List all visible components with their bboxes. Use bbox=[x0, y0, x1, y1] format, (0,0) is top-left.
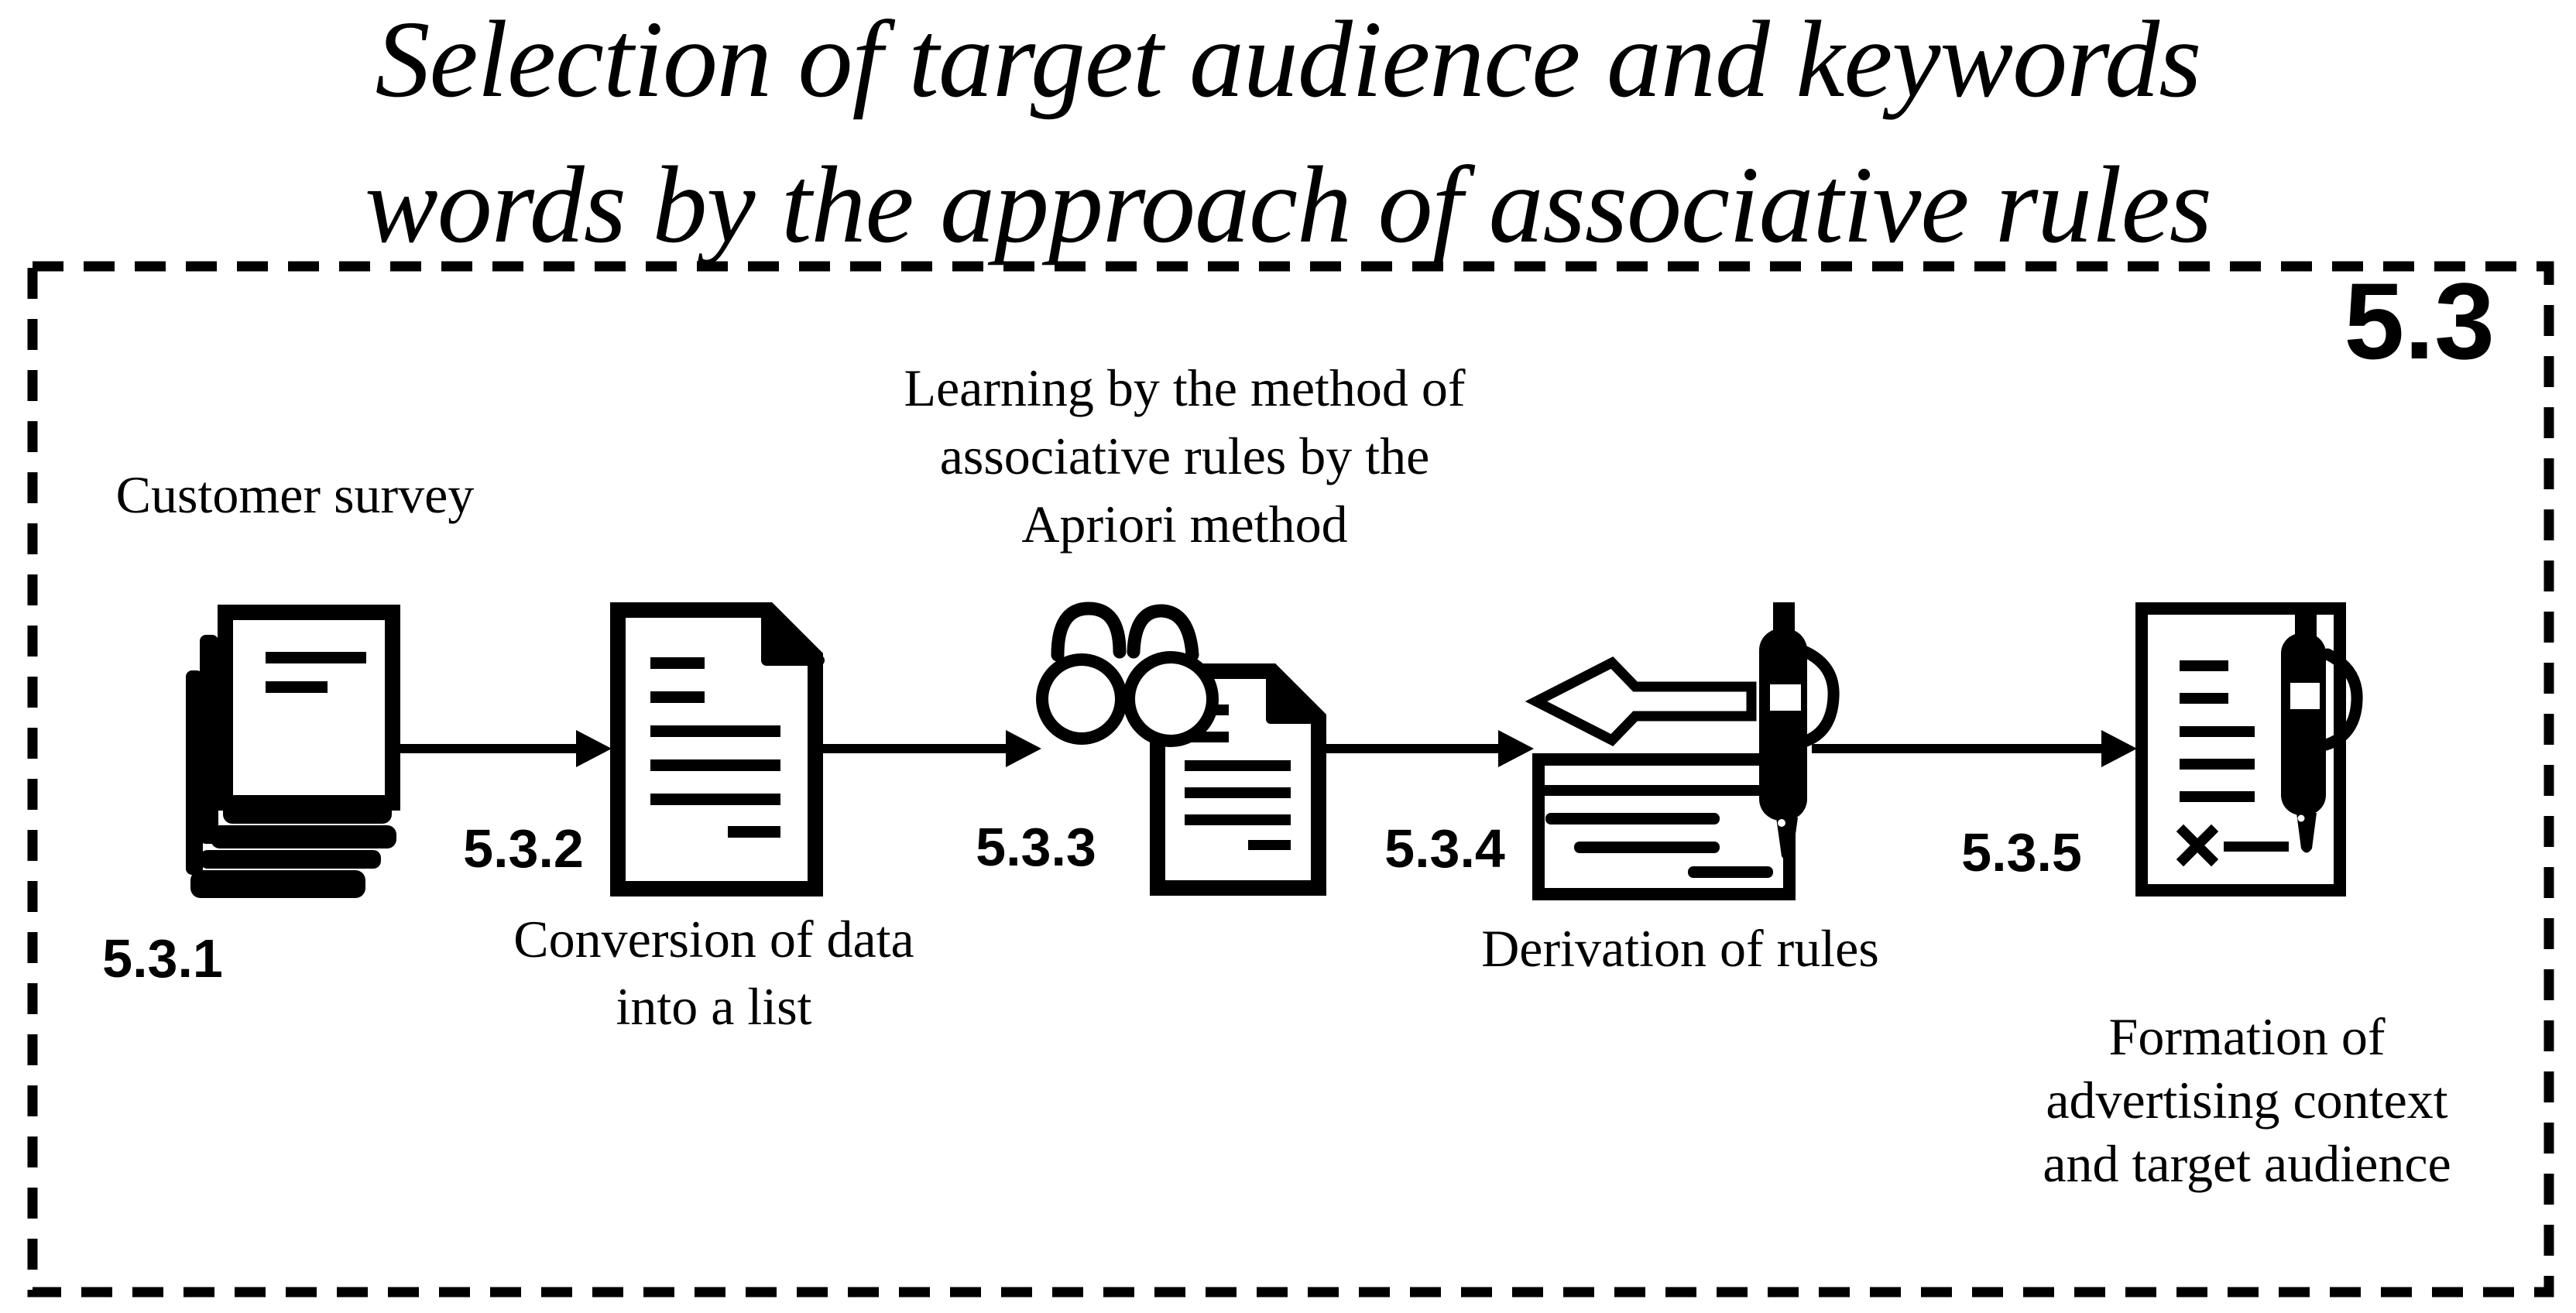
caption-conversion: Conversion of data into a list bbox=[443, 906, 985, 1040]
step-number-5-3-3: 5.3.3 bbox=[976, 817, 1096, 877]
pen-icon bbox=[1759, 602, 1840, 861]
x-mark-icon bbox=[2176, 824, 2219, 867]
caption-line: Apriori method bbox=[1021, 495, 1348, 554]
document-stack-icon bbox=[186, 605, 400, 898]
step-number-5-3-1: 5.3.1 bbox=[102, 928, 223, 989]
dashed-frame bbox=[27, 261, 2554, 1298]
arrow-1-icon bbox=[396, 730, 612, 767]
step-number-5-3-5: 5.3.5 bbox=[1961, 822, 2082, 883]
step-number-5-3-2: 5.3.2 bbox=[463, 818, 584, 879]
step-number-5-3-4: 5.3.4 bbox=[1384, 818, 1505, 879]
title-line-1: Selection of target audience and keyword… bbox=[375, 0, 2202, 120]
document-text-icon bbox=[610, 602, 825, 896]
caption-customer-survey: Customer survey bbox=[63, 468, 527, 521]
caption-learning-apriori: Learning by the method of associative ru… bbox=[836, 354, 1533, 558]
title-line-2: words by the approach of associative rul… bbox=[365, 143, 2212, 266]
pen-icon bbox=[2281, 610, 2363, 853]
caption-line: Conversion of data bbox=[513, 910, 914, 968]
caption-line: advertising context bbox=[2046, 1071, 2448, 1130]
caption-line: associative rules by the bbox=[939, 427, 1430, 485]
arrow-3-icon bbox=[1326, 730, 1534, 767]
arrow-4-icon bbox=[1812, 730, 2137, 767]
caption-line: into a list bbox=[616, 977, 812, 1036]
caption-derivation: Derivation of rules bbox=[1409, 915, 1951, 982]
caption-line: Customer survey bbox=[115, 465, 475, 524]
contract-signature-pen-icon bbox=[2135, 602, 2363, 896]
caption-formation: Formation of advertising context and tar… bbox=[1976, 1005, 2518, 1195]
caption-line: and target audience bbox=[2043, 1134, 2451, 1193]
frame-number: 5.3 bbox=[2344, 260, 2495, 382]
caption-line: Formation of bbox=[2108, 1007, 2386, 1066]
back-arrow-table-pen-icon bbox=[1525, 602, 1840, 900]
arrow-2-icon bbox=[823, 730, 1041, 767]
diagram-title: Selection of target audience and keyword… bbox=[0, 0, 2576, 277]
caption-line: Derivation of rules bbox=[1481, 919, 1879, 978]
glasses-document-icon bbox=[1036, 602, 1326, 896]
caption-line: Learning by the method of bbox=[904, 358, 1466, 417]
